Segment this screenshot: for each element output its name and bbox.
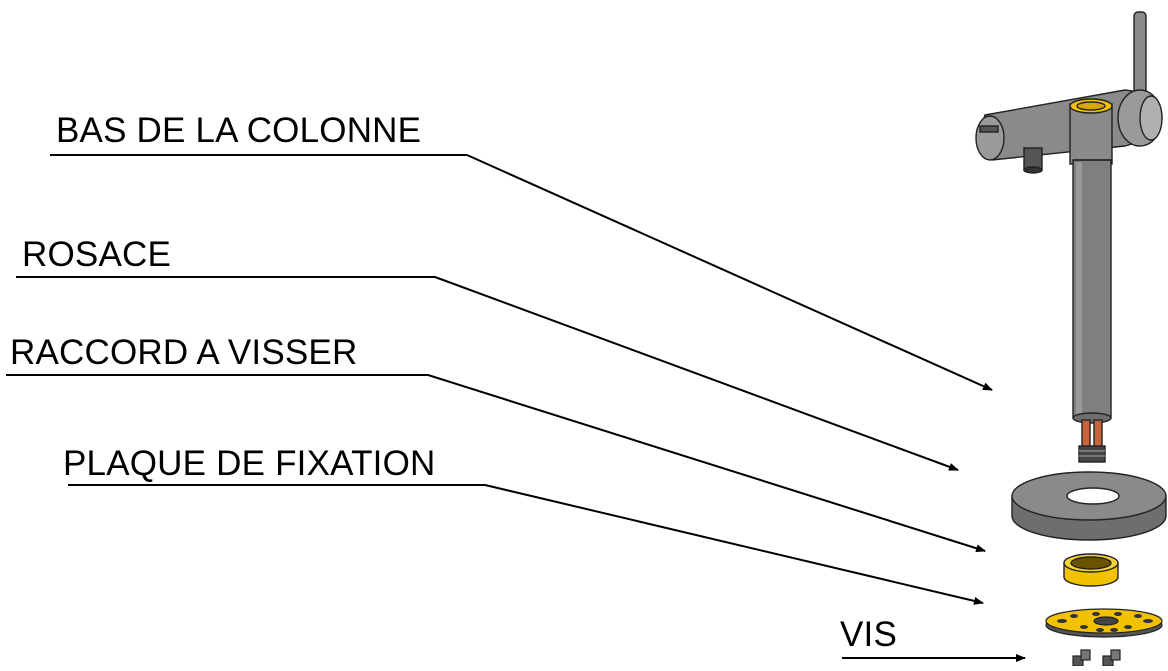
screw-left [1072,649,1091,667]
vis-part [1072,649,1121,667]
label-vis: VIS [840,615,898,654]
rosace-hole [1066,487,1120,505]
column-bottom [1072,412,1112,424]
leader-lines [6,154,1026,662]
raccord-hole [1070,556,1112,570]
label-plaque-de-fixation: PLAQUE DE FIXATION [63,444,436,483]
label-bas-de-la-colonne: BAS DE LA COLONNE [56,111,422,150]
label-rosace: ROSACE [22,235,172,274]
screw-right [1102,649,1121,667]
threaded-fitting [1078,445,1106,463]
raccord-part [1063,553,1119,587]
spout-slot [979,125,999,133]
leader-bas-de-la-colonne [50,154,993,391]
copper-pipe-right [1093,419,1103,449]
faucet-column [975,11,1163,463]
label-raccord-a-visser: RACCORD A VISSER [10,333,358,372]
leader-plaque-de-fixation [68,484,984,605]
plaque-center-hole [1093,616,1119,626]
plaque-slots [1057,612,1153,632]
cartridge-housing-cap [1139,95,1163,141]
leader-raccord-a-visser [6,374,986,553]
spout-end [975,115,1005,161]
plaque-part [1045,608,1163,638]
rosace-part [1011,471,1167,541]
copper-pipe-left [1081,419,1091,449]
leader-rosace [16,276,959,471]
